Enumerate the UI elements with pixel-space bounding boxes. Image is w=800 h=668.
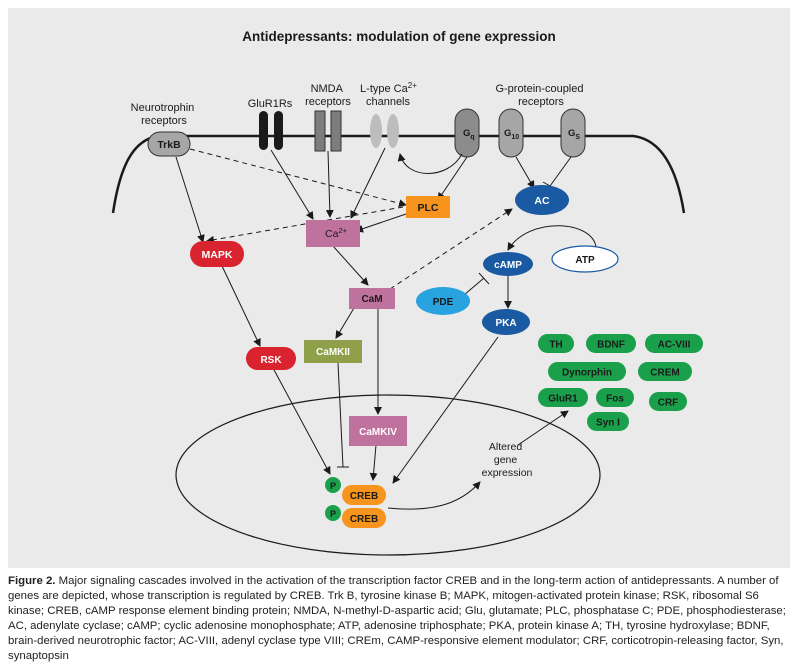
arrow-cam-camkii xyxy=(335,307,355,339)
gene-ac-viii: AC-VIII xyxy=(645,334,703,353)
ltype-channels-label: L-type Ca2+ channels xyxy=(360,79,420,108)
arrow-camkiv-creb xyxy=(369,444,378,481)
gene-fos: Fos xyxy=(596,388,634,407)
svg-text:G10: G10 xyxy=(504,128,519,141)
ltype-ca-channel xyxy=(370,114,399,148)
gene-dynorphin: Dynorphin xyxy=(548,362,626,381)
pde-node: PDE xyxy=(416,287,470,315)
gene-bdnf: BDNF xyxy=(586,334,636,353)
arrow-plc-ca xyxy=(355,213,407,233)
gs-receptor: GS xyxy=(560,108,586,158)
svg-text:CaMKII: CaMKII xyxy=(316,347,350,358)
arrow-ltype-ca xyxy=(350,147,386,219)
gene-glur1: GluR1 xyxy=(538,388,588,407)
trkb-receptor: TrkB xyxy=(147,131,191,157)
arrow-pka-creb xyxy=(392,336,499,484)
signaling-diagram: Antidepressants: modulation of gene expr… xyxy=(111,29,703,556)
connections xyxy=(175,147,597,510)
gene-list: TH BDNF AC-VIII Dynorphin CREM GluR1 Fos CRF Syn… xyxy=(538,334,703,431)
arrow-expression-genes xyxy=(517,410,569,446)
arrow-plc-mapk xyxy=(206,206,404,244)
pka-node: PKA xyxy=(482,309,530,335)
nmda-receptor xyxy=(314,110,342,152)
arrow-gq-ltype xyxy=(397,153,463,174)
arrow-creb-expression xyxy=(387,481,481,510)
inhibit-pde-camp xyxy=(463,277,485,296)
arrow-cam-ac xyxy=(389,208,513,290)
arrow-ca-cam xyxy=(332,245,369,286)
inhibit-gs-ac xyxy=(549,156,572,187)
figure-panel: Antidepressants: modulation of gene expr… xyxy=(8,8,790,568)
neurotrophin-receptors-label: Neurotrophin receptors xyxy=(131,102,198,127)
gene-label: CRF xyxy=(658,398,679,409)
altered-gene-expression-label: Altered gene expression xyxy=(482,441,533,479)
plc-node: PLC xyxy=(406,196,450,218)
mapk-node: MAPK xyxy=(190,241,244,267)
svg-text:CREB: CREB xyxy=(350,514,378,525)
gpcr-label: G-protein-coupled receptors xyxy=(495,83,586,108)
svg-text:ATP: ATP xyxy=(575,255,595,266)
diagram-title: Antidepressants: modulation of gene expr… xyxy=(242,29,556,44)
gene-label: Syn I xyxy=(596,418,620,429)
svg-text:MAPK: MAPK xyxy=(202,249,233,261)
cell-membrane xyxy=(111,134,686,214)
atp-node: ATP xyxy=(551,245,619,273)
svg-text:AC: AC xyxy=(534,195,550,207)
gq-receptor: Gq xyxy=(454,108,480,158)
arrow-mapk-rsk xyxy=(221,265,261,347)
svg-text:CREB: CREB xyxy=(350,491,378,502)
figure-caption-label: Figure 2. xyxy=(8,575,56,587)
gene-label: Dynorphin xyxy=(562,368,612,379)
gene-label: AC-VIII xyxy=(658,340,691,351)
arrow-rsk-creb xyxy=(272,367,331,475)
figure-caption: Figure 2. Major signaling cascades invol… xyxy=(8,574,790,664)
svg-text:CaMKIV: CaMKIV xyxy=(359,427,397,438)
svg-text:P: P xyxy=(330,509,336,519)
gene-label: CREM xyxy=(650,368,679,379)
nucleus xyxy=(175,394,601,556)
svg-text:RSK: RSK xyxy=(260,355,282,366)
svg-text:PDE: PDE xyxy=(433,297,454,308)
svg-text:CaM: CaM xyxy=(361,294,382,305)
arrow-trkb-mapk xyxy=(175,156,205,243)
gene-crem: CREM xyxy=(638,362,692,381)
arrow-glur1-ca xyxy=(270,149,314,220)
arrow-trkb-plc xyxy=(189,148,407,208)
arrow-atp-camp xyxy=(507,225,597,251)
arrow-nmda-ca xyxy=(325,150,334,218)
arrow-gq-plc xyxy=(437,156,468,201)
gene-label: BDNF xyxy=(597,340,625,351)
arrow-g10-ac xyxy=(515,156,535,189)
cam-node: CaM xyxy=(349,288,395,309)
ca-node: Ca2+ xyxy=(306,220,360,247)
g10-receptor: G10 xyxy=(498,108,524,158)
gene-th: TH xyxy=(538,334,574,353)
gene-syn-i: Syn I xyxy=(587,412,629,431)
gene-label: GluR1 xyxy=(548,394,578,405)
figure-caption-text: Major signaling cascades involved in the… xyxy=(8,575,786,662)
camkiv-node: CaMKIV xyxy=(349,416,407,446)
glur1r-channel xyxy=(259,111,283,150)
gene-label: Fos xyxy=(606,394,624,405)
gene-label: TH xyxy=(549,340,562,351)
trkb-label: TrkB xyxy=(157,139,181,151)
svg-text:P: P xyxy=(330,481,336,491)
svg-text:Ca2+: Ca2+ xyxy=(325,226,348,240)
creb-complex: CREB CREB P P xyxy=(325,477,386,528)
svg-text:Gq: Gq xyxy=(463,128,475,141)
svg-text:cAMP: cAMP xyxy=(494,260,522,271)
gene-crf: CRF xyxy=(649,392,687,411)
camkii-node: CaMKII xyxy=(304,340,362,363)
glur1rs-label: GluR1Rs xyxy=(248,98,293,110)
camp-node: cAMP xyxy=(483,252,533,276)
rsk-node: RSK xyxy=(246,347,296,370)
inhibit-camkii-creb xyxy=(337,362,344,468)
svg-text:PLC: PLC xyxy=(418,202,439,214)
ac-node: AC xyxy=(515,185,569,215)
svg-text:PKA: PKA xyxy=(495,318,516,329)
nmda-receptors-label: NMDA receptors xyxy=(305,83,351,108)
svg-text:GS: GS xyxy=(568,128,580,141)
